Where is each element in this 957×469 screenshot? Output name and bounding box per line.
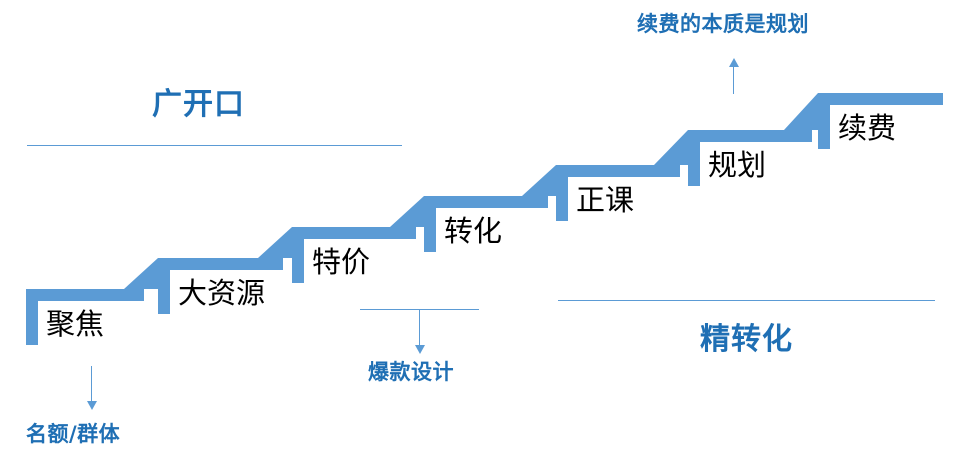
step-7-label: 续费 xyxy=(838,111,897,145)
step-2-label: 大资源 xyxy=(178,276,266,310)
step-7-top-bar xyxy=(818,93,943,105)
rule-jingzhuanhua-overline xyxy=(558,300,935,301)
step-1-top-bar xyxy=(26,289,144,301)
step-3-wedge-icon xyxy=(258,227,292,258)
step-4-wedge-icon xyxy=(390,196,424,227)
step-1-left-bar xyxy=(26,289,38,345)
rule-baokuan-overline xyxy=(360,309,479,310)
phase-label-jingzhuanhua: 精转化 xyxy=(700,322,793,357)
step-5-label: 正课 xyxy=(576,183,635,217)
step-4-top-bar xyxy=(424,196,548,208)
step-2-left-bar xyxy=(158,258,170,314)
rule-guangkaikou-underline xyxy=(27,145,402,146)
step-6-wedge-icon xyxy=(654,130,688,165)
step-6-label: 规划 xyxy=(708,148,767,182)
note-xufei-benzhi: 续费的本质是规划 xyxy=(637,12,809,36)
step-6-top-bar xyxy=(688,130,812,142)
step-4-left-bar xyxy=(424,196,436,252)
step-3-left-bar xyxy=(292,227,304,283)
arrow-head-xufei-icon xyxy=(729,58,739,67)
step-7-left-bar xyxy=(818,93,830,149)
step-5-left-bar xyxy=(556,165,568,221)
step-1-label: 聚焦 xyxy=(46,307,105,341)
arrow-line-xufei xyxy=(733,66,734,94)
phase-label-guangkaikou: 广开口 xyxy=(152,87,245,122)
step-5-top-bar xyxy=(556,165,680,177)
step-7-wedge-icon xyxy=(784,93,818,130)
note-baokuan-sheji: 爆款设计 xyxy=(368,360,454,384)
step-3-label: 特价 xyxy=(312,245,371,279)
arrow-head-baokuan-icon xyxy=(415,345,425,354)
arrow-line-baokuan xyxy=(419,310,420,346)
step-6-left-bar xyxy=(688,130,700,186)
arrow-line-mingee xyxy=(91,366,92,402)
step-3-top-bar xyxy=(292,227,416,239)
note-mingee-quanti: 名额/群体 xyxy=(26,422,121,446)
step-5-wedge-icon xyxy=(522,165,556,196)
arrow-head-mingee-icon xyxy=(87,401,97,410)
step-4-label: 转化 xyxy=(444,214,503,248)
step-2-wedge-icon xyxy=(124,258,158,289)
step-2-top-bar xyxy=(158,258,283,270)
